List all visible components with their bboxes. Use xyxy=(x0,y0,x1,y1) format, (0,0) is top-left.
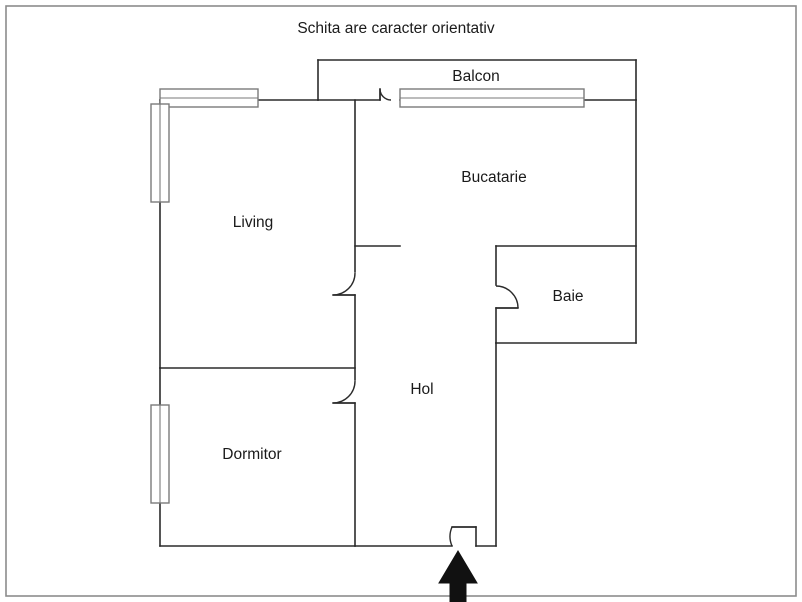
balcony-door-swing xyxy=(379,88,392,101)
bathroom-door-swing xyxy=(495,285,519,309)
room-label-bedroom: Dormitor xyxy=(222,446,281,463)
room-labels-group: Balcon Living Bucatarie Baie Hol Dormito… xyxy=(222,68,583,463)
room-label-bathroom: Baie xyxy=(552,288,583,305)
doors-group xyxy=(332,88,519,547)
living-hallway-door-swing xyxy=(332,272,356,296)
windows-group xyxy=(150,88,585,504)
room-label-balcony: Balcon xyxy=(452,68,499,85)
entrance-door-swing xyxy=(449,526,476,547)
bedroom-hallway-door-swing xyxy=(332,380,356,404)
room-label-living: Living xyxy=(233,214,274,231)
room-label-hallway: Hol xyxy=(410,381,433,398)
page-title: Schita are caracter orientativ xyxy=(297,20,495,37)
entrance-direction-arrow xyxy=(438,550,478,602)
room-label-kitchen: Bucatarie xyxy=(461,169,526,186)
walls-group xyxy=(159,59,637,547)
page-border xyxy=(5,5,797,597)
